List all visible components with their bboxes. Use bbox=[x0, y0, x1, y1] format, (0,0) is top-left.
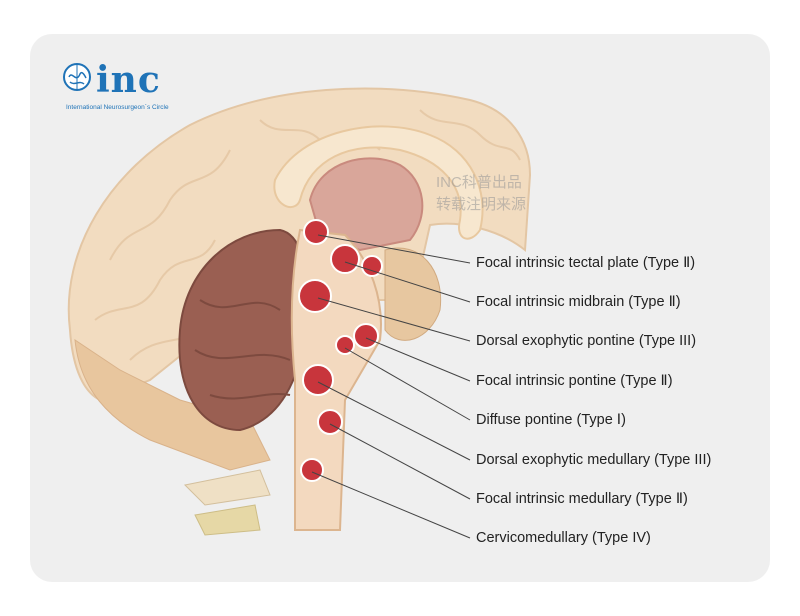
tumor-medullary bbox=[317, 409, 343, 435]
label-dorsal-pontine: Dorsal exophytic pontine (Type III) bbox=[476, 333, 697, 349]
watermark-line-2: 转载注明来源 bbox=[436, 196, 527, 213]
corpus-callosum bbox=[273, 125, 484, 240]
vertebra bbox=[183, 469, 271, 506]
label-dorsal-medullary: Dorsal exophytic medullary (Type III) bbox=[476, 452, 712, 468]
brain-icon bbox=[63, 63, 91, 91]
watermark-line-1: INC科普出品 bbox=[436, 174, 522, 191]
label-focal-medullary: Focal intrinsic medullary (Type Ⅱ) bbox=[476, 491, 688, 507]
tumor-midbrain bbox=[330, 244, 360, 274]
label-focal-pontine: Focal intrinsic pontine (Type Ⅱ) bbox=[476, 373, 673, 389]
tumor-cervicomedullary bbox=[300, 458, 324, 482]
tumor-diffuse bbox=[335, 335, 355, 355]
tumor-pontine bbox=[353, 323, 379, 349]
label-diffuse-pontine: Diffuse pontine (Type Ⅰ) bbox=[476, 412, 626, 428]
logo-subtitle: International Neurosurgeon`s Circle bbox=[66, 104, 169, 111]
tumor-tectal bbox=[303, 219, 329, 245]
logo-wordmark: inc bbox=[96, 59, 161, 101]
label-cervicomedullary: Cervicomedullary (Type IV) bbox=[476, 530, 651, 546]
tumor-dorsal-medullary bbox=[302, 364, 334, 396]
label-tectal-plate: Focal intrinsic tectal plate (Type Ⅱ) bbox=[476, 255, 696, 271]
label-midbrain: Focal intrinsic midbrain (Type Ⅱ) bbox=[476, 294, 681, 310]
tumors bbox=[298, 219, 383, 482]
diencephalon bbox=[308, 157, 424, 252]
tumor-midbrain-2 bbox=[361, 255, 383, 277]
skull-base bbox=[74, 338, 271, 471]
clivus bbox=[384, 247, 442, 341]
vertebra bbox=[194, 504, 261, 536]
watermark: INC科普出品 转载注明来源 bbox=[436, 172, 566, 216]
tumor-dorsal-pontine bbox=[298, 279, 332, 313]
leader-lines bbox=[311, 234, 471, 539]
